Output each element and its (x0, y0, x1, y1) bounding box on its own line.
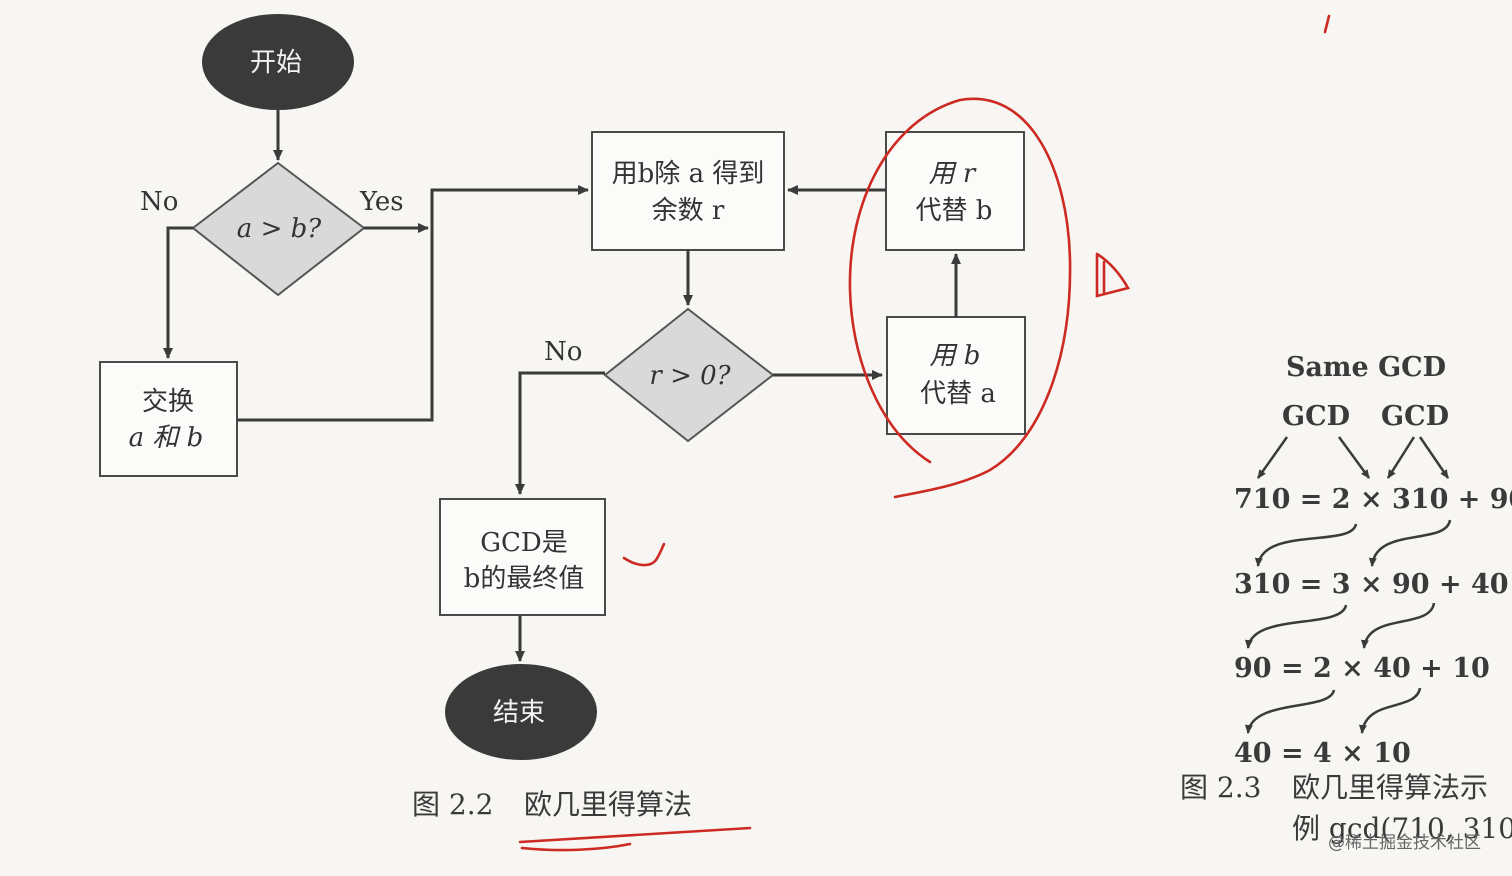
gcd-right-arrow-b (1418, 436, 1450, 479)
figure-2-2-title: 欧几里得算法 (524, 788, 692, 821)
gcd-result-label-2: b的最终值 (464, 564, 585, 594)
gcd-label-left: GCD (1282, 401, 1350, 432)
end-label: 结束 (493, 698, 545, 728)
watermark: @稀土掘金技术社区 (1328, 833, 1481, 853)
decision-r-gt-0 (603, 307, 775, 443)
start-label: 开始 (250, 48, 302, 78)
swap-label-2: a 和 b (129, 423, 204, 453)
gcd-result-label-1: GCD是 (480, 528, 568, 558)
figure-2-3-title-line1: 欧几里得算法示 (1292, 771, 1488, 804)
flowchart: 开始 a > b? No Yes 交换 a 和 b 用b除 a 得到 余数 r … (99, 14, 1026, 821)
equation-3: 90 = 2 × 40 + 10 (1234, 653, 1490, 684)
divide-label-2: 余数 r (652, 196, 725, 226)
equation-2: 310 = 3 × 90 + 40 (1234, 569, 1509, 600)
red-tilde-annotation (622, 542, 666, 567)
replace-a-label-1: 用 b (930, 341, 981, 371)
end-terminal (445, 664, 597, 760)
connector-swap-divide (237, 185, 589, 422)
divide-label-1: 用b除 a 得到 (612, 159, 765, 189)
start-terminal (202, 14, 354, 110)
replace-b-label-1: 用 r (929, 159, 977, 189)
figure-2-2-number: 图 2.2 (412, 788, 493, 821)
figure-2-3-title-line2: 例 gcd(710, 310) (1292, 812, 1512, 845)
red-underline-2 (520, 842, 632, 852)
no-label-left: No (140, 187, 178, 217)
no-label-r: No (544, 337, 582, 367)
equation-4: 40 = 4 × 10 (1234, 738, 1411, 769)
swap-box (99, 361, 238, 477)
connector-no-swap (163, 226, 193, 359)
gcd-left-arrow-b (1337, 436, 1371, 479)
equation-1: 710 = 2 × 310 + 90 (1234, 484, 1512, 515)
gcd-left-arrow-a (1256, 436, 1289, 479)
figure-2-3-number: 图 2.3 (1180, 771, 1261, 804)
curve-arrow-2b (1360, 602, 1436, 649)
red-circle-annotation (848, 97, 1072, 499)
gcd-result-box (439, 498, 606, 616)
red-underline-1 (518, 826, 752, 844)
curve-arrow-3a (1244, 689, 1336, 734)
replace-a-box (886, 316, 1026, 435)
same-gcd-label: Same GCD (1286, 352, 1446, 383)
curve-arrow-1b (1368, 519, 1452, 567)
decision-a-gt-b (191, 161, 366, 297)
red-tick-top (1323, 14, 1331, 34)
decision-a-gt-b-label: a > b? (237, 214, 322, 244)
connector-no-gcd (515, 371, 605, 495)
gcd-right-arrow-a (1386, 436, 1416, 479)
replace-b-box (885, 131, 1025, 251)
curve-arrow-3b (1358, 687, 1422, 734)
red-triangle-annotation (1095, 252, 1130, 298)
gcd-example: Same GCD GCD GCD 710 = 2 × 310 + 90 310 … (1180, 352, 1512, 845)
replace-a-label-2: 代替 a (920, 379, 996, 409)
gcd-label-right: GCD (1381, 401, 1449, 432)
handwritten-annotations (518, 14, 1331, 852)
divide-box (591, 131, 785, 251)
curve-arrow-1a (1254, 523, 1358, 567)
decision-r-gt-0-label: r > 0? (649, 361, 731, 391)
curve-arrow-2a (1244, 604, 1348, 649)
swap-label-1: 交换 (142, 387, 194, 417)
yes-label-right: Yes (359, 187, 404, 217)
replace-b-label-2: 代替 b (916, 196, 993, 226)
